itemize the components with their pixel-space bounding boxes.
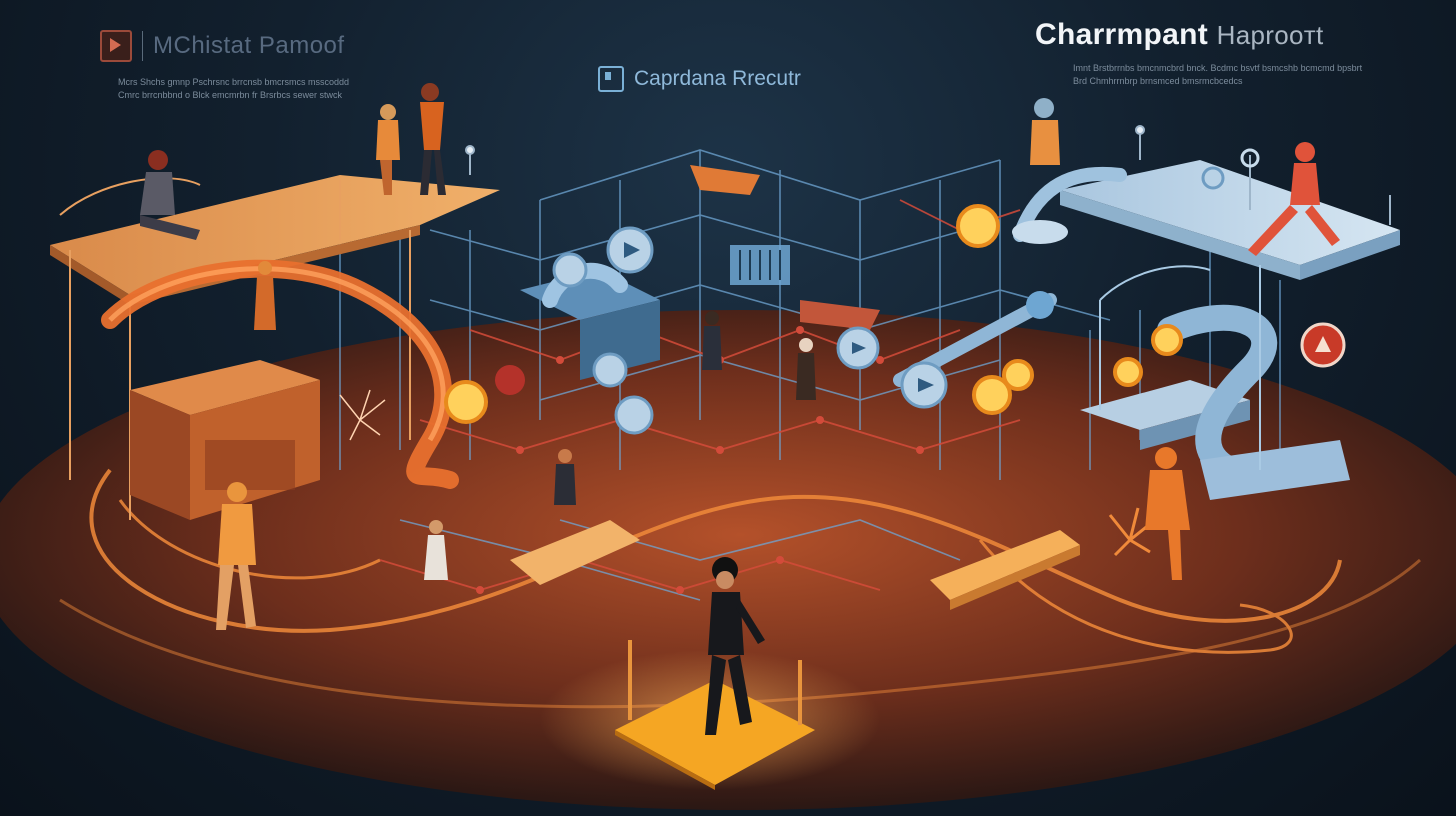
person-top-right [1030, 98, 1060, 165]
person-pair [376, 83, 446, 195]
person-center [705, 557, 765, 735]
blue-machine-right [1080, 265, 1350, 500]
logo-divider [142, 31, 143, 61]
right-title-bold: Charrmpant [1035, 18, 1209, 51]
header-right: Charrmpant Haprooтt Imnt Brstbrrnbs bmcn… [1035, 18, 1395, 88]
orange-machine-block [130, 360, 320, 520]
header-left: MChistat Pamoof Mcrs Shchs gmnp Pschrsnc… [100, 30, 400, 102]
person-bending-right [1145, 447, 1190, 580]
document-icon [598, 66, 624, 92]
person-running-right [1248, 142, 1340, 256]
brand-name-left: MChistat Pamoof [153, 32, 345, 59]
yellow-coin-icons [444, 204, 1183, 424]
orange-slabs [510, 520, 1080, 610]
right-title-light: Haprooтt [1216, 20, 1324, 50]
subtitle-left-line-1: Mcrs Shchs gmnp Pschrsnc brrcnsb bmcrsmc… [118, 77, 350, 87]
center-title: Caprdana Rrecutr [634, 67, 801, 90]
subtitle-right: Imnt Brstbrrnbs bmcnmcbrd bnck. Bcdmc bs… [1073, 62, 1363, 88]
subtitle-right-line-2: Brd Chmhrrnbrp brnsmced bmsrmcbcedcs [1073, 76, 1243, 86]
coral-plants [339, 389, 1156, 557]
person-sitting-left [140, 150, 200, 240]
header-center: Caprdana Rrecutr [598, 66, 801, 92]
blue-disc-icons [552, 166, 1225, 435]
subtitle-left: Mcrs Shchs gmnp Pschrsnc brrcnsb bmcrsmc… [118, 76, 378, 102]
right-title: Charrmpant Haprooтt [1035, 18, 1395, 52]
play-icon [100, 30, 132, 62]
red-badge-icons [495, 322, 1346, 395]
disc-play-glyphs [624, 242, 934, 392]
people-figures [140, 83, 1340, 735]
subtitle-left-line-2: Cmrc brrcnbbnd o Blck emcmrbn fr Brsrbcs… [118, 90, 343, 100]
person-walking-left [216, 482, 256, 630]
subtitle-right-line-1: Imnt Brstbrrnbs bmcnmcbrd bnck. Bcdmc bs… [1073, 63, 1363, 73]
blue-platform-right [1012, 160, 1400, 280]
person-small-center [254, 261, 816, 580]
lamp-posts [465, 125, 1391, 725]
